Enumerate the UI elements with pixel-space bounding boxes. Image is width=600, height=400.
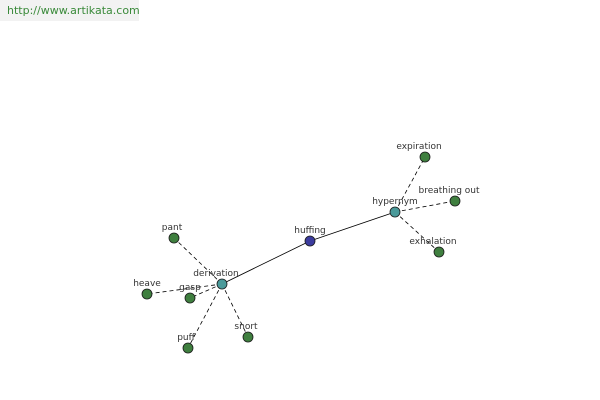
node-circle-heave[interactable] xyxy=(141,288,153,300)
node-label-expiration: expiration xyxy=(396,142,441,152)
node-label-gasp: gasp xyxy=(179,283,201,293)
node-circle-huffing[interactable] xyxy=(304,235,316,247)
node-label-breathing-out: breathing out xyxy=(418,186,479,196)
node-circle-hypernym[interactable] xyxy=(389,206,401,218)
edge-derivation-heave xyxy=(146,283,223,295)
edge-derivation-gasp xyxy=(189,283,223,299)
graph-edges xyxy=(146,156,456,349)
url-bar: http://www.artikata.com xyxy=(0,0,140,21)
node-circle-breathing-out[interactable] xyxy=(449,195,461,207)
node-puff[interactable]: puff xyxy=(177,333,196,354)
node-circle-snort[interactable] xyxy=(242,331,254,343)
node-pant[interactable]: pant xyxy=(162,223,183,244)
node-label-snort: snort xyxy=(234,322,258,332)
edge-huffing-derivation xyxy=(221,240,311,285)
node-exhalation[interactable]: exhalation xyxy=(409,237,457,258)
node-expiration[interactable]: expiration xyxy=(396,142,442,163)
node-circle-gasp[interactable] xyxy=(184,292,196,304)
edge-hypernym-breathing-out xyxy=(394,200,456,213)
node-label-derivation: derivation xyxy=(193,269,239,279)
site-url-link[interactable]: http://www.artikata.com xyxy=(7,4,140,17)
graph-nodes: huffing hypernym derivation expiration breat… xyxy=(133,142,480,354)
node-circle-derivation[interactable] xyxy=(216,278,228,290)
node-heave[interactable]: heave xyxy=(133,279,161,300)
node-label-hypernym: hypernym xyxy=(372,197,418,207)
node-circle-exhalation[interactable] xyxy=(433,246,445,258)
node-breathing-out[interactable]: breathing out xyxy=(418,186,480,207)
node-label-pant: pant xyxy=(162,223,183,233)
node-label-exhalation: exhalation xyxy=(409,237,456,247)
node-circle-pant[interactable] xyxy=(168,232,180,244)
edge-hypernym-expiration xyxy=(394,156,426,213)
edge-huffing-hypernym xyxy=(309,211,396,242)
node-circle-puff[interactable] xyxy=(182,342,194,354)
edge-derivation-snort xyxy=(221,283,249,338)
node-gasp[interactable]: gasp xyxy=(179,283,201,304)
node-derivation[interactable]: derivation xyxy=(193,269,239,290)
node-hypernym[interactable]: hypernym xyxy=(372,197,418,218)
edge-derivation-puff xyxy=(187,283,223,349)
node-label-huffing: huffing xyxy=(294,226,326,236)
edge-hypernym-exhalation xyxy=(394,211,440,253)
node-label-heave: heave xyxy=(133,279,161,289)
node-label-puff: puff xyxy=(177,333,195,343)
node-snort[interactable]: snort xyxy=(234,322,258,343)
node-circle-expiration[interactable] xyxy=(419,151,431,163)
node-huffing[interactable]: huffing xyxy=(294,226,326,247)
